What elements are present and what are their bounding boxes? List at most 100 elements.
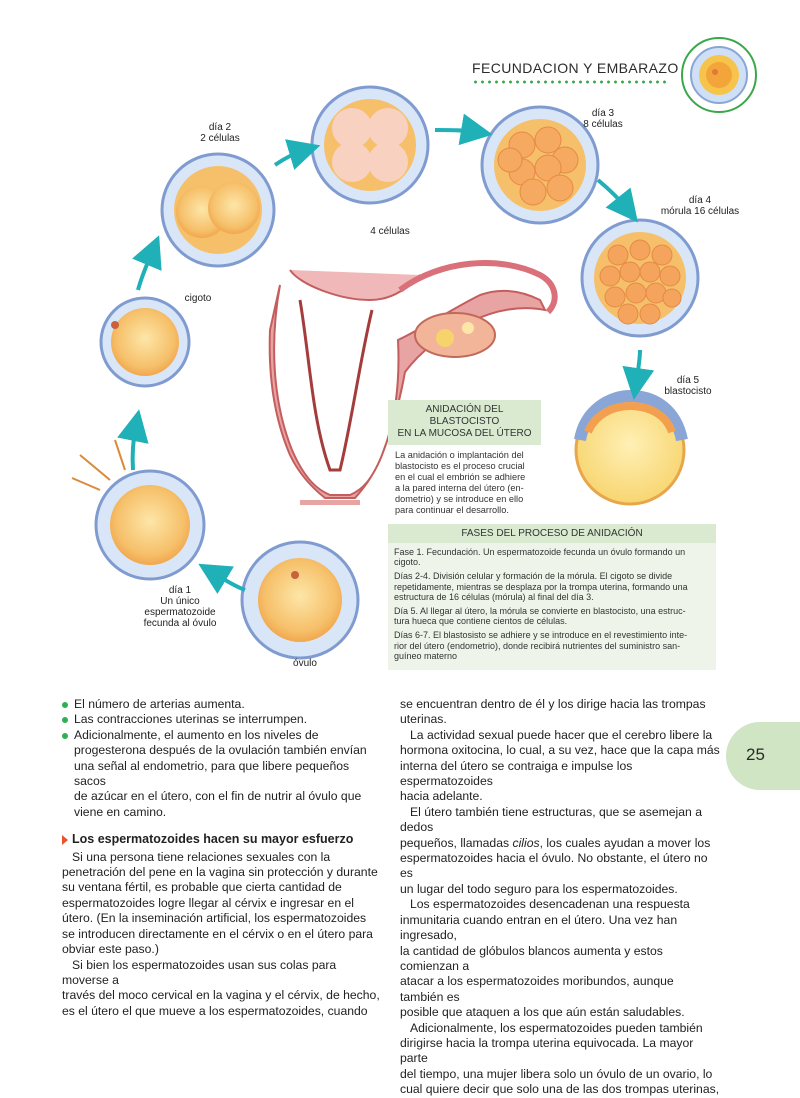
text-line: cual quiere decir que solo una de las do…	[400, 1082, 720, 1097]
title-line: EN LA MUCOSA DEL ÚTERO	[397, 428, 532, 439]
paragraph-continued: se encuentran dentro de él y los dirige …	[400, 697, 720, 728]
bullet-item: El número de arterias aumenta.	[62, 697, 380, 712]
dia1-cell	[71, 439, 206, 581]
chapter-title: FECUNDACION Y EMBARAZO	[472, 60, 679, 76]
text-line: La actividad sexual puede hacer que el c…	[410, 727, 713, 742]
label-4-celulas: 4 células	[370, 226, 410, 237]
label-dia2: día 2 2 células	[190, 122, 250, 144]
text-line: útero. (En la inseminación artificial, l…	[62, 911, 367, 926]
label-dia5: día 5 blastocisto	[660, 375, 716, 397]
label-line: día 2	[208, 122, 232, 133]
phases-box-title: FASES DEL PROCESO DE ANIDACIÓN	[388, 524, 716, 543]
italic-term: cilios	[512, 835, 540, 850]
phase-line: Fase 1. Fecundación. Un espermatozoide f…	[394, 547, 686, 557]
anidacion-info-box: ANIDACIÓN DEL BLASTOCISTO EN LA MUCOSA D…	[388, 400, 541, 515]
section-heading-text: Los espermatozoides hacen su mayor esfue…	[72, 832, 354, 847]
text-line: Si una persona tiene relaciones sexuales…	[72, 849, 331, 864]
phase-line: estructura de 16 células (mórula) al fin…	[394, 591, 594, 602]
bullet-dot-icon	[62, 717, 68, 724]
label-dia3: día 3 8 células	[575, 108, 631, 130]
label-line: blastocisto	[664, 386, 712, 397]
paragraph: Si bien los espermatozoides usan sus col…	[62, 958, 380, 1020]
bullet-dot-icon	[62, 732, 68, 739]
left-column: El número de arterias aumenta. Las contr…	[62, 697, 380, 1019]
text-line: se encuentran dentro de él y los dirige …	[400, 697, 706, 711]
body-line: La anidación o implantación del	[395, 450, 524, 460]
text-line: inmunitaria cuando entran en el útero. U…	[400, 912, 678, 943]
ovulo-cell	[240, 540, 360, 660]
text-segment: , los cuales ayudan a mover los	[539, 835, 711, 850]
text-line: hacia adelante.	[400, 789, 483, 804]
text-line: del tiempo, una mujer libera solo un óvu…	[400, 1066, 713, 1081]
phase-4: Días 6-7. El blastosisto se adhiere y se…	[394, 630, 710, 661]
label-dia4: día 4 mórula 16 células	[650, 195, 750, 217]
bullet-list: El número de arterias aumenta. Las contr…	[62, 697, 380, 820]
label-line: 8 células	[583, 119, 623, 130]
text-segment: pequeños, llamadas	[400, 835, 513, 850]
text-line: penetración del pene en la vagina sin pr…	[62, 865, 378, 880]
phase-line: repetidamente, mientras se desplaza por …	[394, 581, 688, 592]
text-line: espermatozoides logre llegar al cérvix e…	[62, 895, 354, 910]
embryo-development-diagram	[71, 85, 700, 660]
body-line: blastocisto es el proceso crucial	[395, 461, 525, 471]
phase-line: Días 6-7. El blastosisto se adhiere y se…	[394, 630, 688, 641]
label-dia1: día 1 Un único espermatozoide fecunda al…	[130, 585, 230, 629]
bullet-text: progesterona después de la ovulación tam…	[74, 743, 367, 758]
phase-1: Fase 1. Fecundación. Un espermatozoide f…	[394, 547, 710, 567]
phase-line: tura hueca que contiene cientos de célul…	[394, 616, 568, 627]
bullet-item: Las contracciones uterinas se interrumpe…	[62, 712, 380, 727]
text-line: través del moco cervical en la vagina y …	[62, 988, 380, 1003]
text-line: pequeños, llamadas cilios, los cuales ay…	[400, 836, 720, 851]
label-line: espermatozoide	[144, 607, 216, 618]
uterus-illustration	[268, 260, 558, 505]
body-line: para continuar el desarrollo.	[395, 505, 509, 515]
title-line: ANIDACIÓN DEL BLASTOCISTO	[425, 404, 504, 427]
text-line: interna del útero se contraiga e impulse…	[400, 758, 633, 789]
chapter-icon-embryo	[681, 37, 757, 113]
phase-3: Día 5. Al llegar al útero, la mórula se …	[394, 606, 710, 626]
section-heading: Los espermatozoides hacen su mayor esfue…	[62, 832, 380, 847]
body-line: en el cual el embrión se adhiere	[395, 472, 526, 482]
bullet-dot-icon	[62, 702, 68, 708]
title-dotted-rule	[472, 80, 668, 84]
text-line: atacar a los espermatozoides moribundos,…	[400, 974, 674, 1004]
text-line: El útero también tiene estructuras, que …	[400, 804, 702, 835]
phase-line: rior del útero (endometrio), donde recib…	[394, 640, 681, 651]
bullet-text: El número de arterias aumenta.	[74, 697, 245, 711]
page-number-tab	[726, 722, 800, 790]
paragraph: Si una persona tiene relaciones sexuales…	[62, 850, 380, 958]
text-line: espermatozoides hacia el óvulo. No obsta…	[400, 851, 708, 881]
phase-2: Días 2-4. División celular y formación d…	[394, 571, 710, 602]
body-line: dometrio) y se introduce en ello	[395, 494, 524, 504]
text-line: uterinas.	[400, 712, 447, 727]
heading-marker-icon	[62, 835, 68, 846]
paragraph: La actividad sexual puede hacer que el c…	[400, 728, 720, 805]
text-line: Los espermatozoides desencadenan una res…	[410, 897, 690, 912]
label-line: día 5	[676, 375, 700, 386]
label-ovulo: óvulo	[293, 658, 317, 669]
anidacion-box-title: ANIDACIÓN DEL BLASTOCISTO EN LA MUCOSA D…	[388, 400, 541, 445]
dia3-cell	[480, 105, 600, 225]
dia2-cell	[160, 152, 276, 268]
label-line: 2 células	[200, 133, 240, 144]
bullet-text: Las contracciones uterinas se interrumpe…	[74, 712, 308, 727]
text-line: Adicionalmente, los espermatozoides pued…	[410, 1020, 703, 1035]
text-line: un lugar del todo seguro para los esperm…	[400, 881, 678, 896]
phase-line: cigoto.	[394, 557, 421, 568]
bullet-text: viene en camino.	[74, 804, 167, 819]
label-line: día 3	[591, 108, 615, 119]
label-line: día 4	[688, 195, 712, 206]
bullet-text: una señal al endometrio, para que libere…	[74, 758, 350, 789]
bullet-text: Adicionalmente, el aumento en los nivele…	[74, 727, 319, 742]
text-line: hormona oxitocina, lo cual, a su vez, ha…	[400, 743, 720, 758]
four-cell-stage	[310, 85, 430, 205]
paragraph: El útero también tiene estructuras, que …	[400, 805, 720, 897]
body-line: a la pared interna del útero (en-	[395, 483, 524, 493]
text-line: obviar este paso.)	[62, 942, 159, 957]
page-number: 25	[746, 745, 765, 764]
right-column: se encuentran dentro de él y los dirige …	[400, 697, 720, 1098]
text-line: se introducen directamente en el cérvix …	[62, 926, 373, 941]
bullet-item: Adicionalmente, el aumento en los nivele…	[62, 728, 380, 820]
dia4-cell	[580, 218, 700, 338]
phase-line: guíneo materno	[394, 650, 458, 661]
